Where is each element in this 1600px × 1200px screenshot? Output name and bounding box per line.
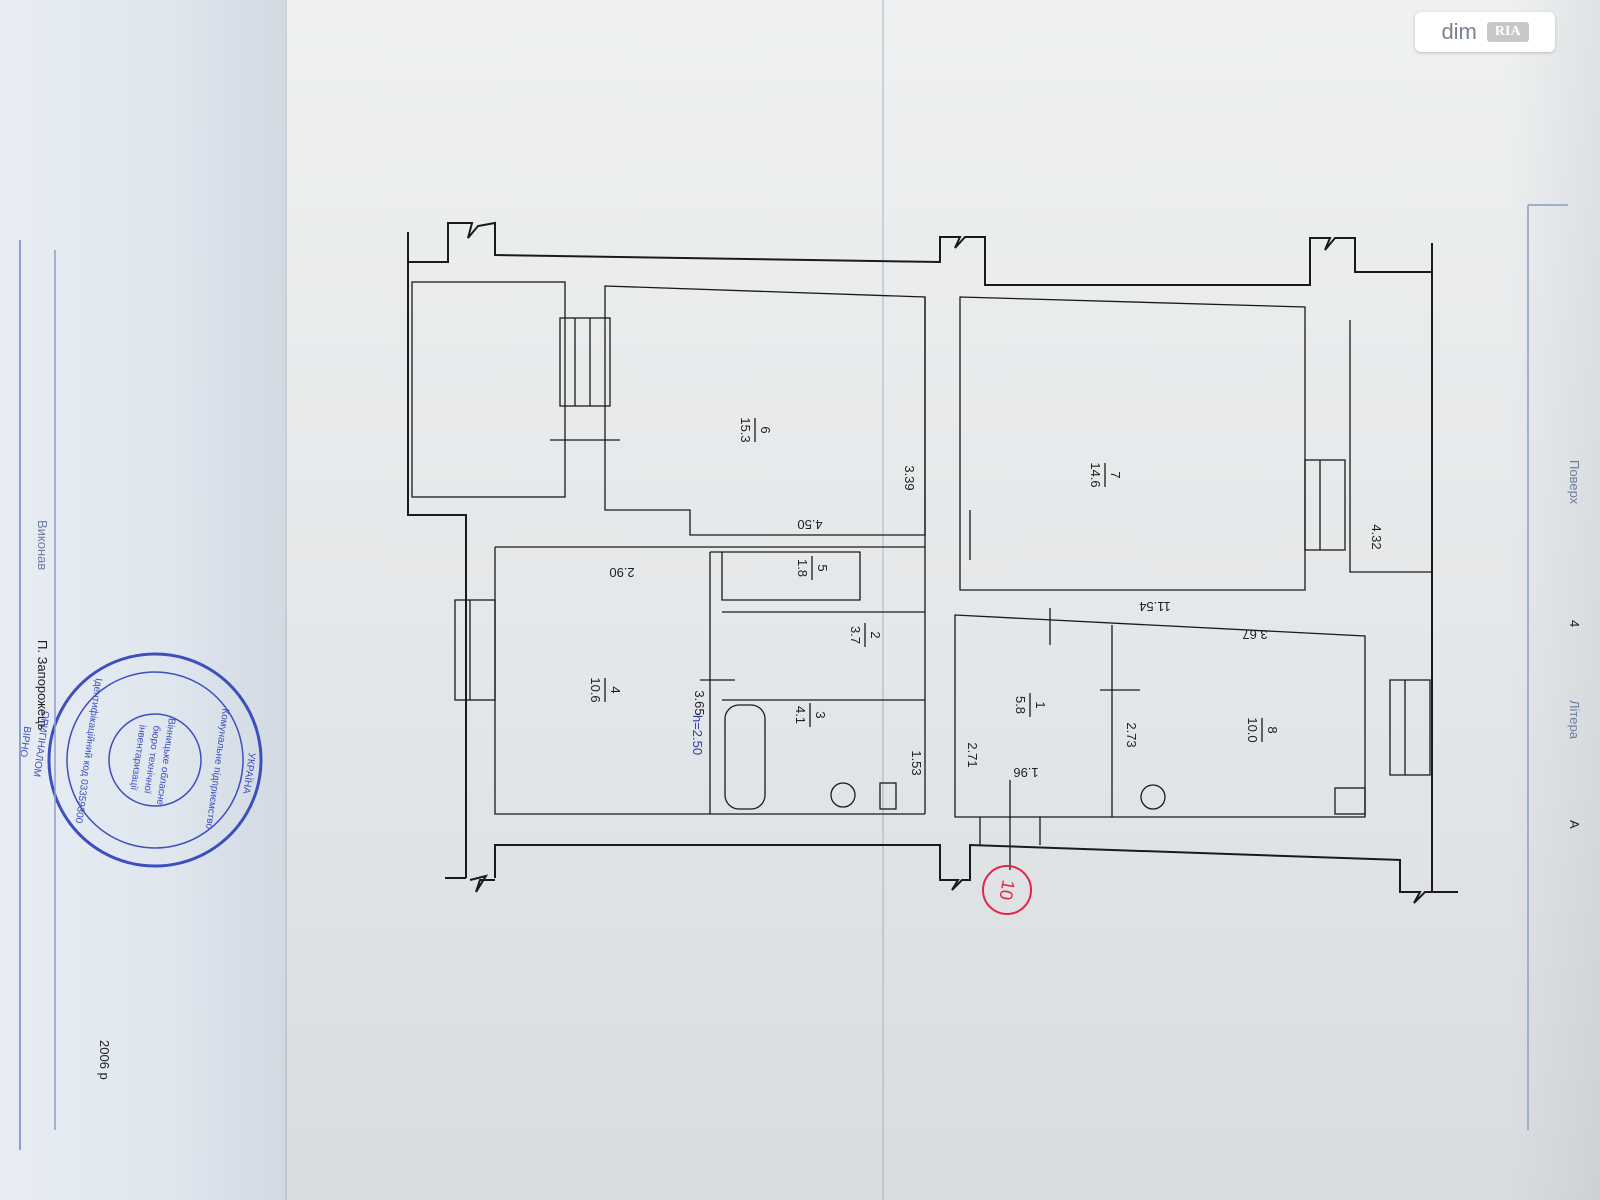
room-labels: 6 15.3 7 14.6 5 1.8 2 3.7 4 10.6 3 4.1 bbox=[588, 417, 1280, 742]
dimension: 1.53 bbox=[909, 750, 924, 775]
plan-sheet bbox=[285, 0, 1600, 1200]
margin-label: Виконав bbox=[35, 520, 50, 570]
dimria-logo[interactable]: dim RIA bbox=[1415, 12, 1555, 52]
dimension: 3.39 bbox=[902, 465, 917, 490]
outer-walls bbox=[407, 221, 1458, 904]
room-number: 3 bbox=[813, 711, 828, 718]
letter-value: А bbox=[1567, 820, 1582, 829]
room-area: 3.7 bbox=[848, 626, 863, 644]
right-margin: Поверх 4 Літера А bbox=[1527, 204, 1582, 1130]
letter-label: Літера bbox=[1567, 700, 1582, 740]
dimension: 4.50 bbox=[797, 517, 822, 532]
right-shade bbox=[1510, 0, 1600, 1200]
dimension: 4.32 bbox=[1369, 524, 1384, 549]
floor-value: 4 bbox=[1567, 620, 1582, 627]
marker-circle: 10 bbox=[982, 865, 1032, 915]
stamp-line: Ідентифікаційний код 03359300 bbox=[72, 677, 104, 824]
room-area: 4.1 bbox=[793, 706, 808, 724]
floor-label: Поверх bbox=[1567, 460, 1582, 505]
ceiling-height: h=2.50 bbox=[690, 715, 705, 755]
dimension: 3.67 bbox=[1242, 627, 1267, 642]
inner-walls bbox=[411, 281, 1432, 870]
dimension: 3.65 bbox=[692, 690, 707, 715]
room-area: 10.0 bbox=[1245, 717, 1260, 742]
left-sheet bbox=[0, 0, 285, 1200]
room-number: 2 bbox=[868, 631, 883, 638]
room-number: 5 bbox=[815, 564, 830, 571]
logo-text: dim bbox=[1441, 19, 1477, 44]
room-number: 8 bbox=[1265, 726, 1280, 733]
room-area: 14.6 bbox=[1088, 462, 1103, 487]
room-area: 15.3 bbox=[738, 417, 753, 442]
logo-badge: RIA bbox=[1486, 22, 1529, 42]
room-area: 10.6 bbox=[588, 677, 603, 702]
margin-date: 2006 р bbox=[97, 1040, 112, 1080]
margin-author: П. Запорожець bbox=[35, 640, 50, 731]
dimension: 1.96 bbox=[1013, 765, 1038, 780]
paper-fold bbox=[882, 0, 884, 1200]
room-area: 1.8 bbox=[795, 559, 810, 577]
marker-number: 10 bbox=[995, 878, 1018, 901]
stamp-country: УКРАЇНА bbox=[240, 752, 258, 795]
room-number: 1 bbox=[1033, 701, 1048, 708]
dimension: 2.71 bbox=[965, 742, 980, 767]
dimension-labels: 4.50 3.39 2.90 3.65 1.53 2.71 1.96 2.73 … bbox=[609, 465, 1384, 780]
room-area: 5.8 bbox=[1013, 696, 1028, 714]
paper-fold bbox=[285, 0, 287, 1200]
dimension: 11.54 bbox=[1139, 599, 1171, 614]
room-number: 4 bbox=[608, 686, 623, 693]
dimension: 2.90 bbox=[609, 565, 634, 580]
room-number: 7 bbox=[1108, 471, 1123, 478]
left-margin: П. Запорожець Виконав 2006 р bbox=[19, 240, 112, 1150]
room-number: 6 bbox=[758, 426, 773, 433]
dimension: 2.73 bbox=[1124, 722, 1139, 747]
